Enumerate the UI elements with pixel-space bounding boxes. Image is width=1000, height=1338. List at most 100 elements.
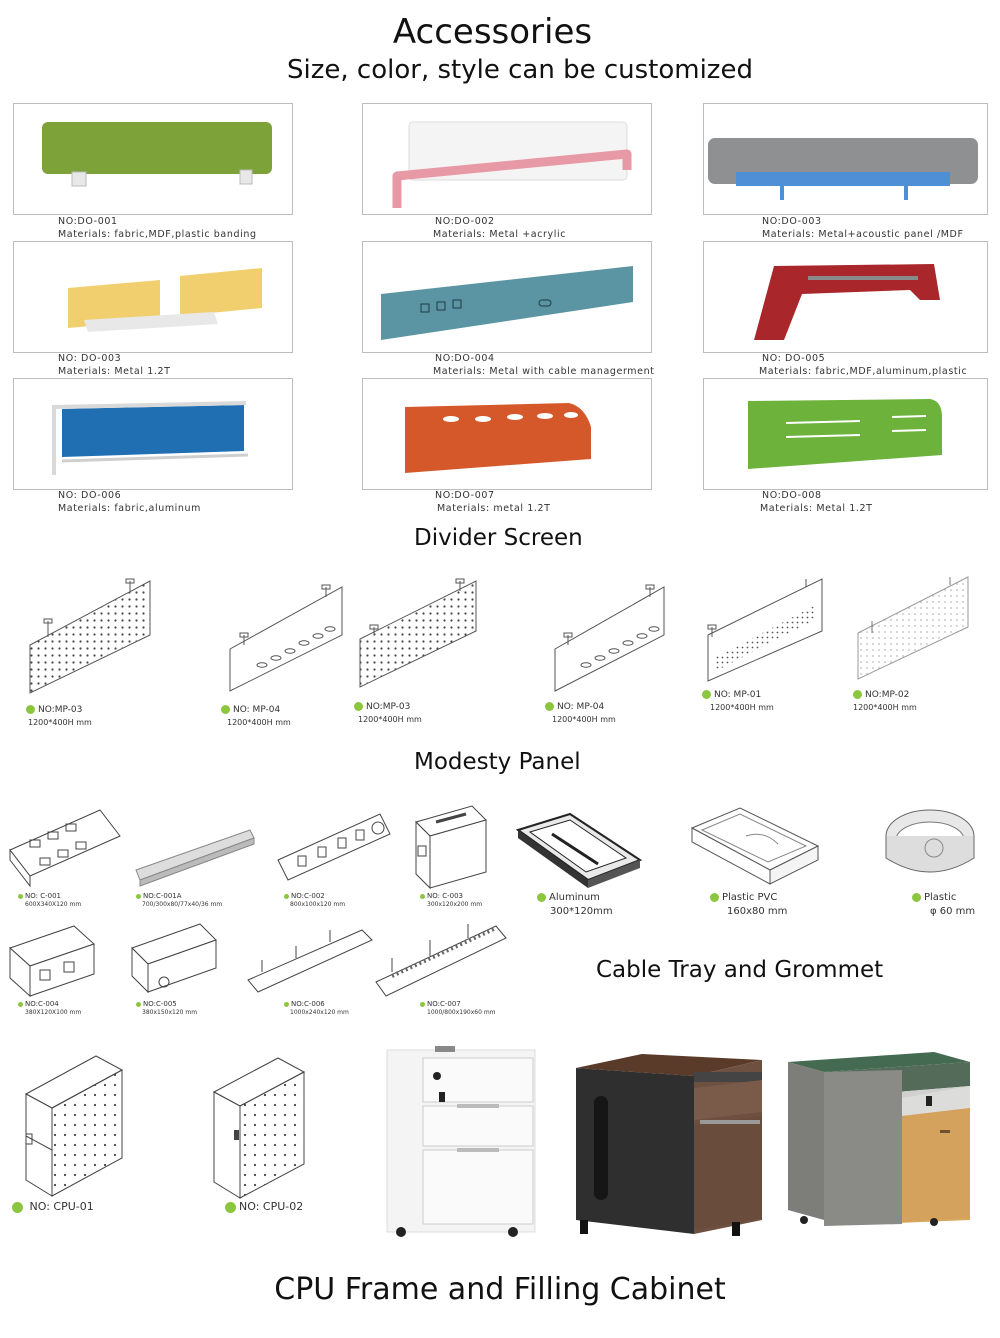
tray-no: NO: C-003: [427, 892, 463, 900]
modesty-label: NO:MP-02: [853, 689, 909, 700]
divider-no: NO:DO-007: [435, 490, 495, 501]
modesty-no: NO:MP-02: [865, 690, 910, 700]
section-title-modesty: Modesty Panel: [414, 749, 581, 775]
bullet-icon: [12, 1201, 23, 1213]
modesty-no: NO: MP-01: [714, 690, 762, 700]
divider-no: NO: DO-003: [58, 353, 122, 364]
section-title-cable: Cable Tray and Grommet: [596, 957, 884, 983]
modesty-no: NO:MP-03: [366, 702, 411, 712]
tray-label: NO: C-003: [420, 892, 463, 900]
grommets-image: [690, 807, 975, 885]
divider-image: [748, 399, 942, 469]
grommet-name: Plastic PVC: [722, 892, 778, 903]
grommet-label: Plastic PVC: [710, 892, 777, 903]
divider-materials: Materials: Metal +acrylic: [433, 229, 567, 240]
modesty-label: NO: MP-04: [545, 701, 604, 712]
modesty-size: 1200*400H mm: [28, 718, 92, 727]
white-cabinet-image: [386, 1046, 536, 1237]
bullet-icon: [136, 893, 141, 899]
bullet-icon: [284, 1001, 289, 1007]
tray-label: NO: C-001: [18, 892, 61, 900]
divider-card: [13, 241, 293, 353]
modesty-size: 1200*400H mm: [552, 715, 616, 724]
divider-no: NO: DO-006: [58, 490, 122, 501]
grommet-size: 300*120mm: [550, 906, 613, 917]
grommet-label: Plastic: [912, 892, 956, 903]
dark-cabinet-image: [576, 1054, 762, 1236]
cable-trays-image: [9, 805, 643, 998]
cpu-label: NO: CPU-01: [12, 1200, 94, 1213]
section-title-cpu: CPU Frame and Filling Cabinet: [274, 1272, 726, 1307]
modesty-no: NO: MP-04: [557, 702, 605, 712]
wood-cabinet-image: [788, 1052, 970, 1226]
grommet-size: φ 60 mm: [930, 906, 976, 917]
divider-no: NO:DO-004: [435, 353, 495, 364]
tray-label: NO:C-005: [136, 1000, 177, 1008]
bullet-icon: [537, 892, 546, 902]
divider-image: [708, 138, 978, 200]
divider-card: [362, 378, 652, 490]
grommet-name: Plastic: [924, 892, 957, 903]
modesty-label: NO: MP-04: [221, 704, 280, 715]
page-subtitle: Size, color, style can be customized: [287, 55, 753, 85]
cpu-frames-image: [24, 1055, 306, 1199]
cpu-no: NO: CPU-02: [239, 1200, 304, 1213]
modesty-label: NO: MP-01: [702, 689, 761, 700]
tray-size: 600X340X120 mm: [25, 901, 82, 908]
divider-image: [392, 121, 632, 208]
grommet-label: Aluminum: [537, 892, 600, 903]
divider-materials: Materials: fabric,MDF,aluminum,plastic: [759, 366, 968, 377]
modesty-size: 1200*400H mm: [853, 703, 917, 712]
bullet-icon: [284, 893, 289, 899]
tray-size: 380x150x120 mm: [142, 1009, 198, 1016]
tray-size: 800x100x120 mm: [290, 901, 346, 908]
divider-materials: Materials: fabric,aluminum: [58, 503, 202, 514]
divider-card: [703, 103, 988, 215]
cpu-label: NO: CPU-02: [225, 1200, 303, 1213]
tray-label: NO:C-001A: [136, 892, 182, 900]
bullet-icon: [354, 701, 363, 711]
tray-no: NO:C-004: [25, 1000, 59, 1008]
section-title-divider: Divider Screen: [414, 525, 583, 551]
divider-materials: Materials: Metal+acoustic panel /MDF: [762, 229, 964, 240]
tray-size: 380X120X100 mm: [25, 1009, 82, 1016]
divider-materials: Materials: Metal with cable managerment: [433, 366, 655, 377]
divider-materials: Materials: Metal 1.2T: [58, 366, 171, 377]
divider-card: [13, 378, 293, 490]
bullet-icon: [26, 704, 35, 714]
divider-image: [405, 403, 591, 473]
tray-label: NO:C-006: [284, 1000, 325, 1008]
tray-label: NO:C-004: [18, 1000, 59, 1008]
tray-label: NO:C-002: [284, 892, 325, 900]
divider-card: [362, 241, 652, 353]
modesty-size: 1200*400H mm: [710, 703, 774, 712]
tray-no: NO:C-006: [291, 1000, 325, 1008]
bullet-icon: [702, 689, 711, 699]
grommet-size: 160x80 mm: [727, 906, 788, 917]
page-title: Accessories: [392, 12, 593, 52]
bullet-icon: [420, 1001, 425, 1007]
bullet-icon: [710, 892, 719, 902]
tray-label: NO:C-007: [420, 1000, 461, 1008]
tray-no: NO:C-002: [291, 892, 325, 900]
tray-no: NO:C-001A: [143, 892, 182, 900]
bullet-icon: [221, 704, 230, 714]
divider-card: [703, 241, 988, 353]
bullet-icon: [136, 1001, 141, 1007]
divider-no: NO:DO-001: [58, 216, 118, 227]
bullet-icon: [18, 893, 23, 899]
modesty-label: NO:MP-03: [26, 704, 82, 715]
divider-no: NO:DO-008: [762, 490, 822, 501]
divider-materials: Materials: Metal 1.2T: [760, 503, 873, 514]
tray-size: 1000x240x120 mm: [290, 1009, 349, 1016]
divider-image: [52, 401, 249, 475]
divider-card: [13, 103, 293, 215]
divider-no: NO: DO-005: [762, 353, 826, 364]
divider-materials: Materials: fabric,MDF,plastic banding: [58, 229, 257, 240]
tray-size: 700/300x80/77x40/36 mm: [142, 901, 223, 908]
bullet-icon: [912, 892, 921, 902]
bullet-icon: [18, 1001, 23, 1007]
divider-card: [703, 378, 988, 490]
modesty-label: NO:MP-03: [354, 701, 410, 712]
divider-image: [754, 264, 940, 340]
